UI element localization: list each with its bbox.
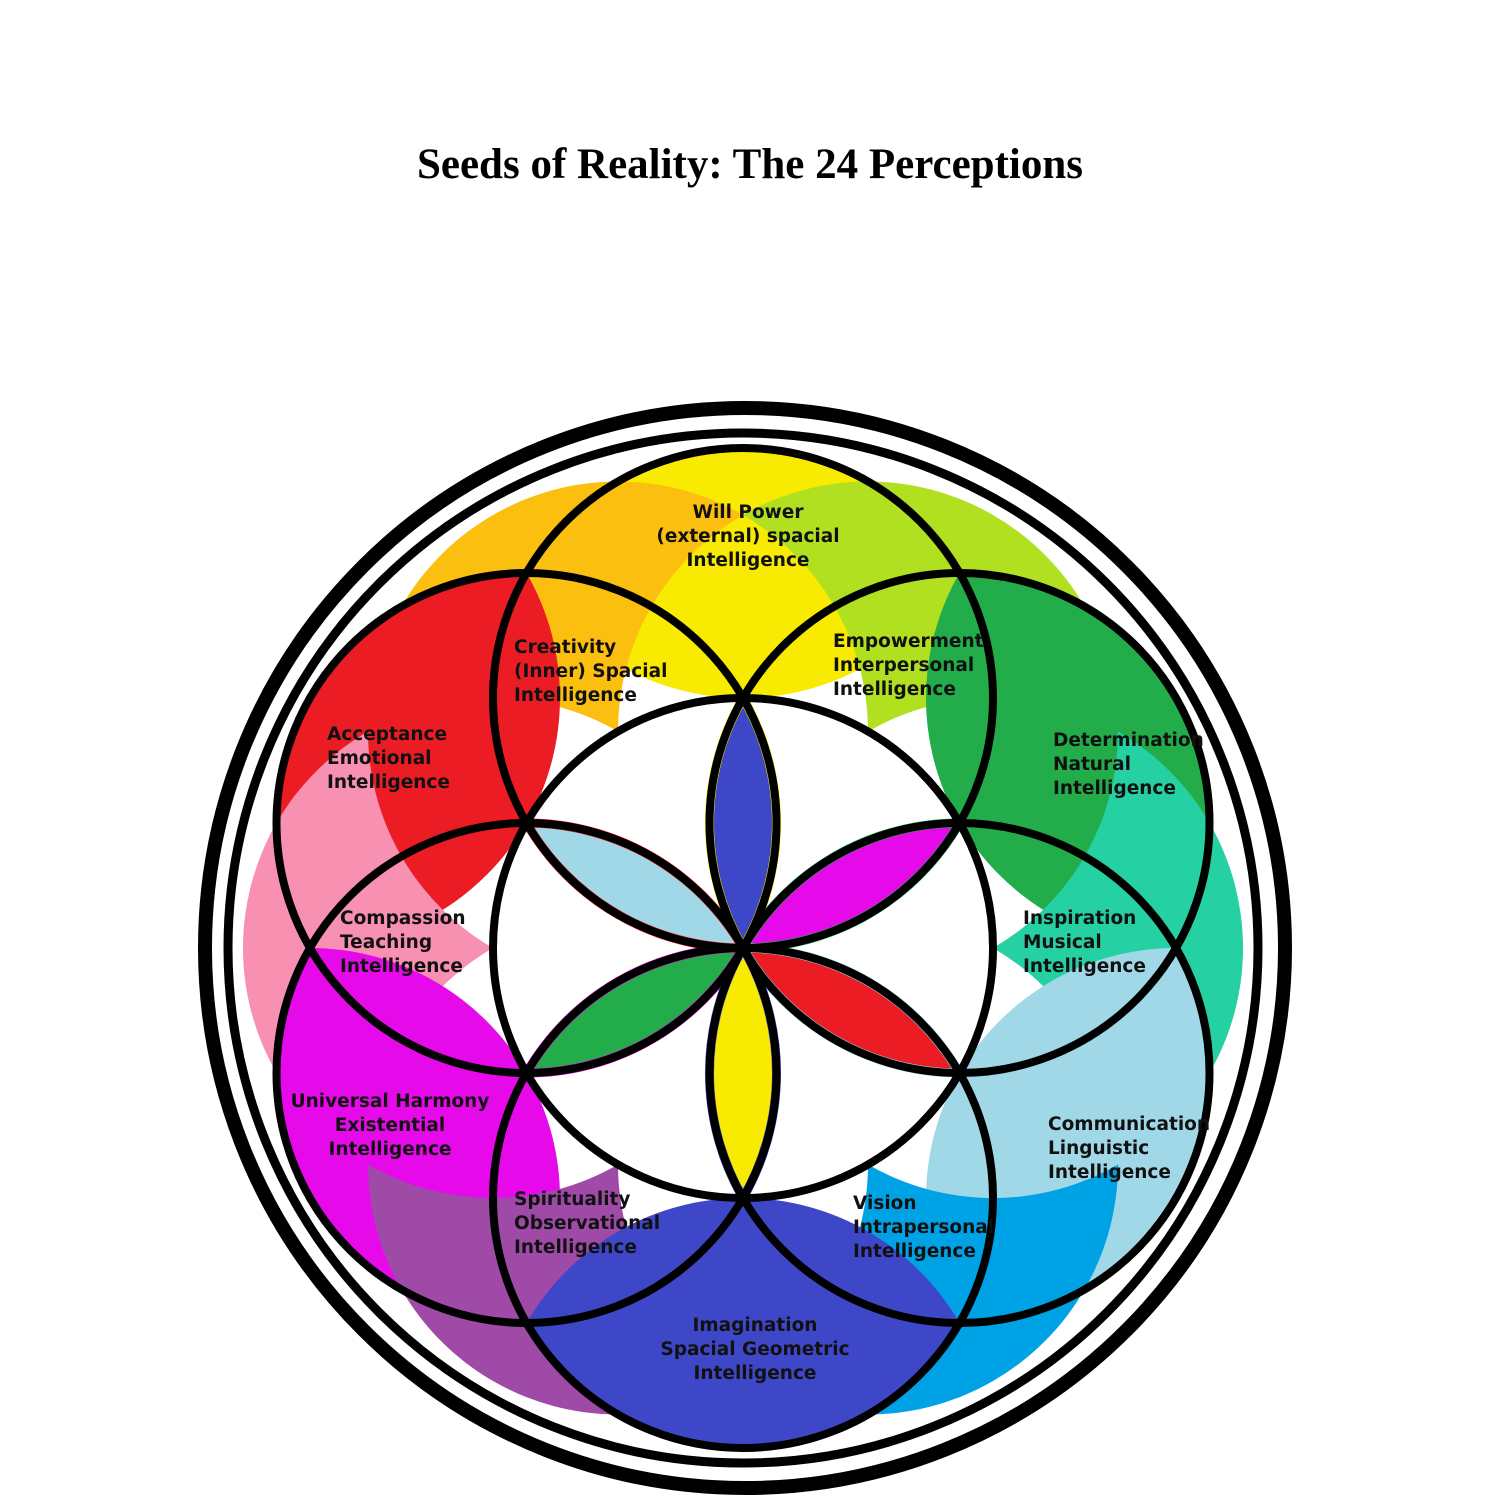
segment-label-line: Universal Harmony [291, 1091, 490, 1112]
segment-label-line: Intelligence [514, 1237, 637, 1258]
outer-ring-inner [223, 428, 1263, 1468]
segment-imagination [526, 1198, 960, 1449]
segment-label-line: Existential [335, 1115, 446, 1136]
segment-label-line: Inspiration [1023, 908, 1136, 929]
segment-label-line: Observational [514, 1213, 660, 1234]
outer-ring [198, 401, 1292, 1495]
segment-label-line: Imagination [693, 1315, 818, 1336]
segment-label-line: Teaching [340, 932, 432, 953]
segment-label-line: Communication [1048, 1114, 1210, 1135]
segment-label-line: Intelligence [1053, 778, 1176, 799]
segment-label-line: Intelligence [687, 550, 810, 571]
segment-fills [243, 447, 1243, 1449]
segment-label-line: (Inner) Spacial [514, 661, 667, 682]
segment-label-line: Will Power [693, 502, 805, 523]
segment-label-line: Vision [853, 1193, 917, 1214]
segment-label-line: Intelligence [833, 679, 956, 700]
segment-label-line: Natural [1053, 754, 1131, 775]
segment-label-line: Musical [1023, 932, 1102, 953]
segment-label-line: Intelligence [329, 1139, 452, 1160]
segment-label-line: Emotional [327, 748, 432, 769]
segment-label-line: Compassion [340, 908, 466, 929]
segment-label-line: Intrapersonal [853, 1217, 994, 1238]
segment-label-line: Creativity [514, 637, 616, 658]
segment-label-line: Empowerment [833, 631, 984, 652]
segment-label-line: Spirituality [514, 1189, 630, 1210]
segment-label-line: (external) spacial [656, 526, 839, 547]
segment-label-line: Intelligence [1023, 956, 1146, 977]
segment-label-line: Intelligence [327, 772, 450, 793]
segment-label-line: Acceptance [327, 724, 447, 745]
segment-label-line: Determination [1053, 730, 1204, 751]
segment-label-line: Linguistic [1048, 1138, 1149, 1159]
segment-label-line: Intelligence [853, 1241, 976, 1262]
segment-label-line: Interpersonal [833, 655, 974, 676]
segment-label-line: Spacial Geometric [660, 1339, 849, 1360]
segment-label-line: Intelligence [1048, 1162, 1171, 1183]
segment-label-line: Intelligence [694, 1363, 817, 1384]
circle-outlines [198, 401, 1292, 1495]
segment-label-line: Intelligence [340, 956, 463, 977]
seed-circle-center [489, 694, 997, 1202]
segment-label-line: Intelligence [514, 685, 637, 706]
page-title: Seeds of Reality: The 24 Perceptions [416, 141, 1084, 188]
